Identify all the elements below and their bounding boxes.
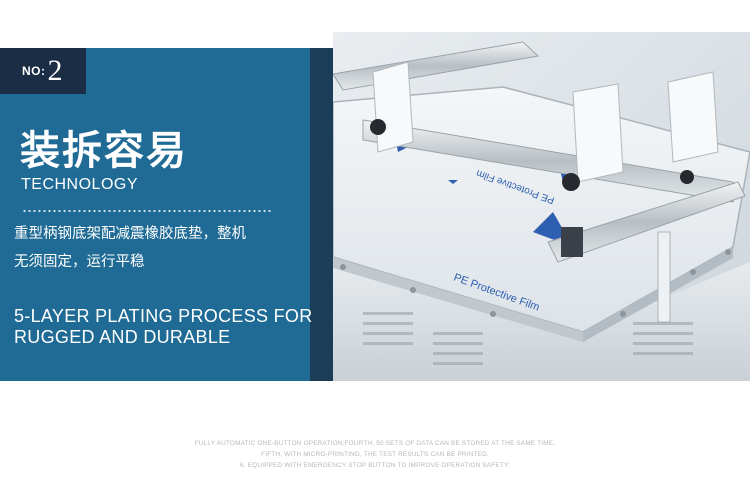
rail-front [547,181,746,263]
clamp-knobs [370,119,694,191]
footer-notes: FULLY AUTOMATIC ONE-BUTTON OPERATION;FOU… [0,438,750,471]
clamp-plate [667,71,719,163]
feature-line: RUGGED AND DURABLE [14,327,231,347]
footer-line: FIFTH, WITH MICRO-PRINTING, THE TEST RES… [261,451,489,458]
footer-line: 6. EQUIPPED WITH EMERGENCY STOP BUTTON T… [240,462,510,469]
product-photo: PE Protective Film PE Protective Film [333,32,750,381]
description-line: 重型柄钢底架配减震橡胶底垫，整机 [14,226,246,242]
description: 重型柄钢底架配减震橡胶底垫，整机 无须固定，运行平稳 [14,220,304,276]
feature-line: 5-LAYER PLATING PROCESS FOR [14,306,313,326]
rail-end-cap [561,227,583,257]
support-post [657,231,671,323]
number-badge: NO: 2 [0,48,86,94]
heading-english: TECHNOLOGY [21,176,139,193]
feature-banner: NO: 2 装拆容易 TECHNOLOGY 重型柄钢底架配减震橡胶底垫，整机 无… [0,32,750,381]
clamp-plate [572,83,624,183]
dotted-divider [22,210,272,212]
description-line: 无须固定，运行平稳 [14,254,145,270]
vibration-table-illustration: PE Protective Film PE Protective Film [333,32,750,381]
vent-slots [363,312,693,365]
feature-text: 5-LAYER PLATING PROCESS FOR RUGGED AND D… [14,306,314,348]
badge-number: 2 [47,54,63,87]
screws [340,249,731,317]
table-edge [333,257,583,342]
heading-chinese: 装拆容易 [20,128,188,174]
footer-line: FULLY AUTOMATIC ONE-BUTTON OPERATION;FOU… [194,440,556,447]
clamp-plate [372,61,414,153]
badge-label: NO: [22,64,46,78]
